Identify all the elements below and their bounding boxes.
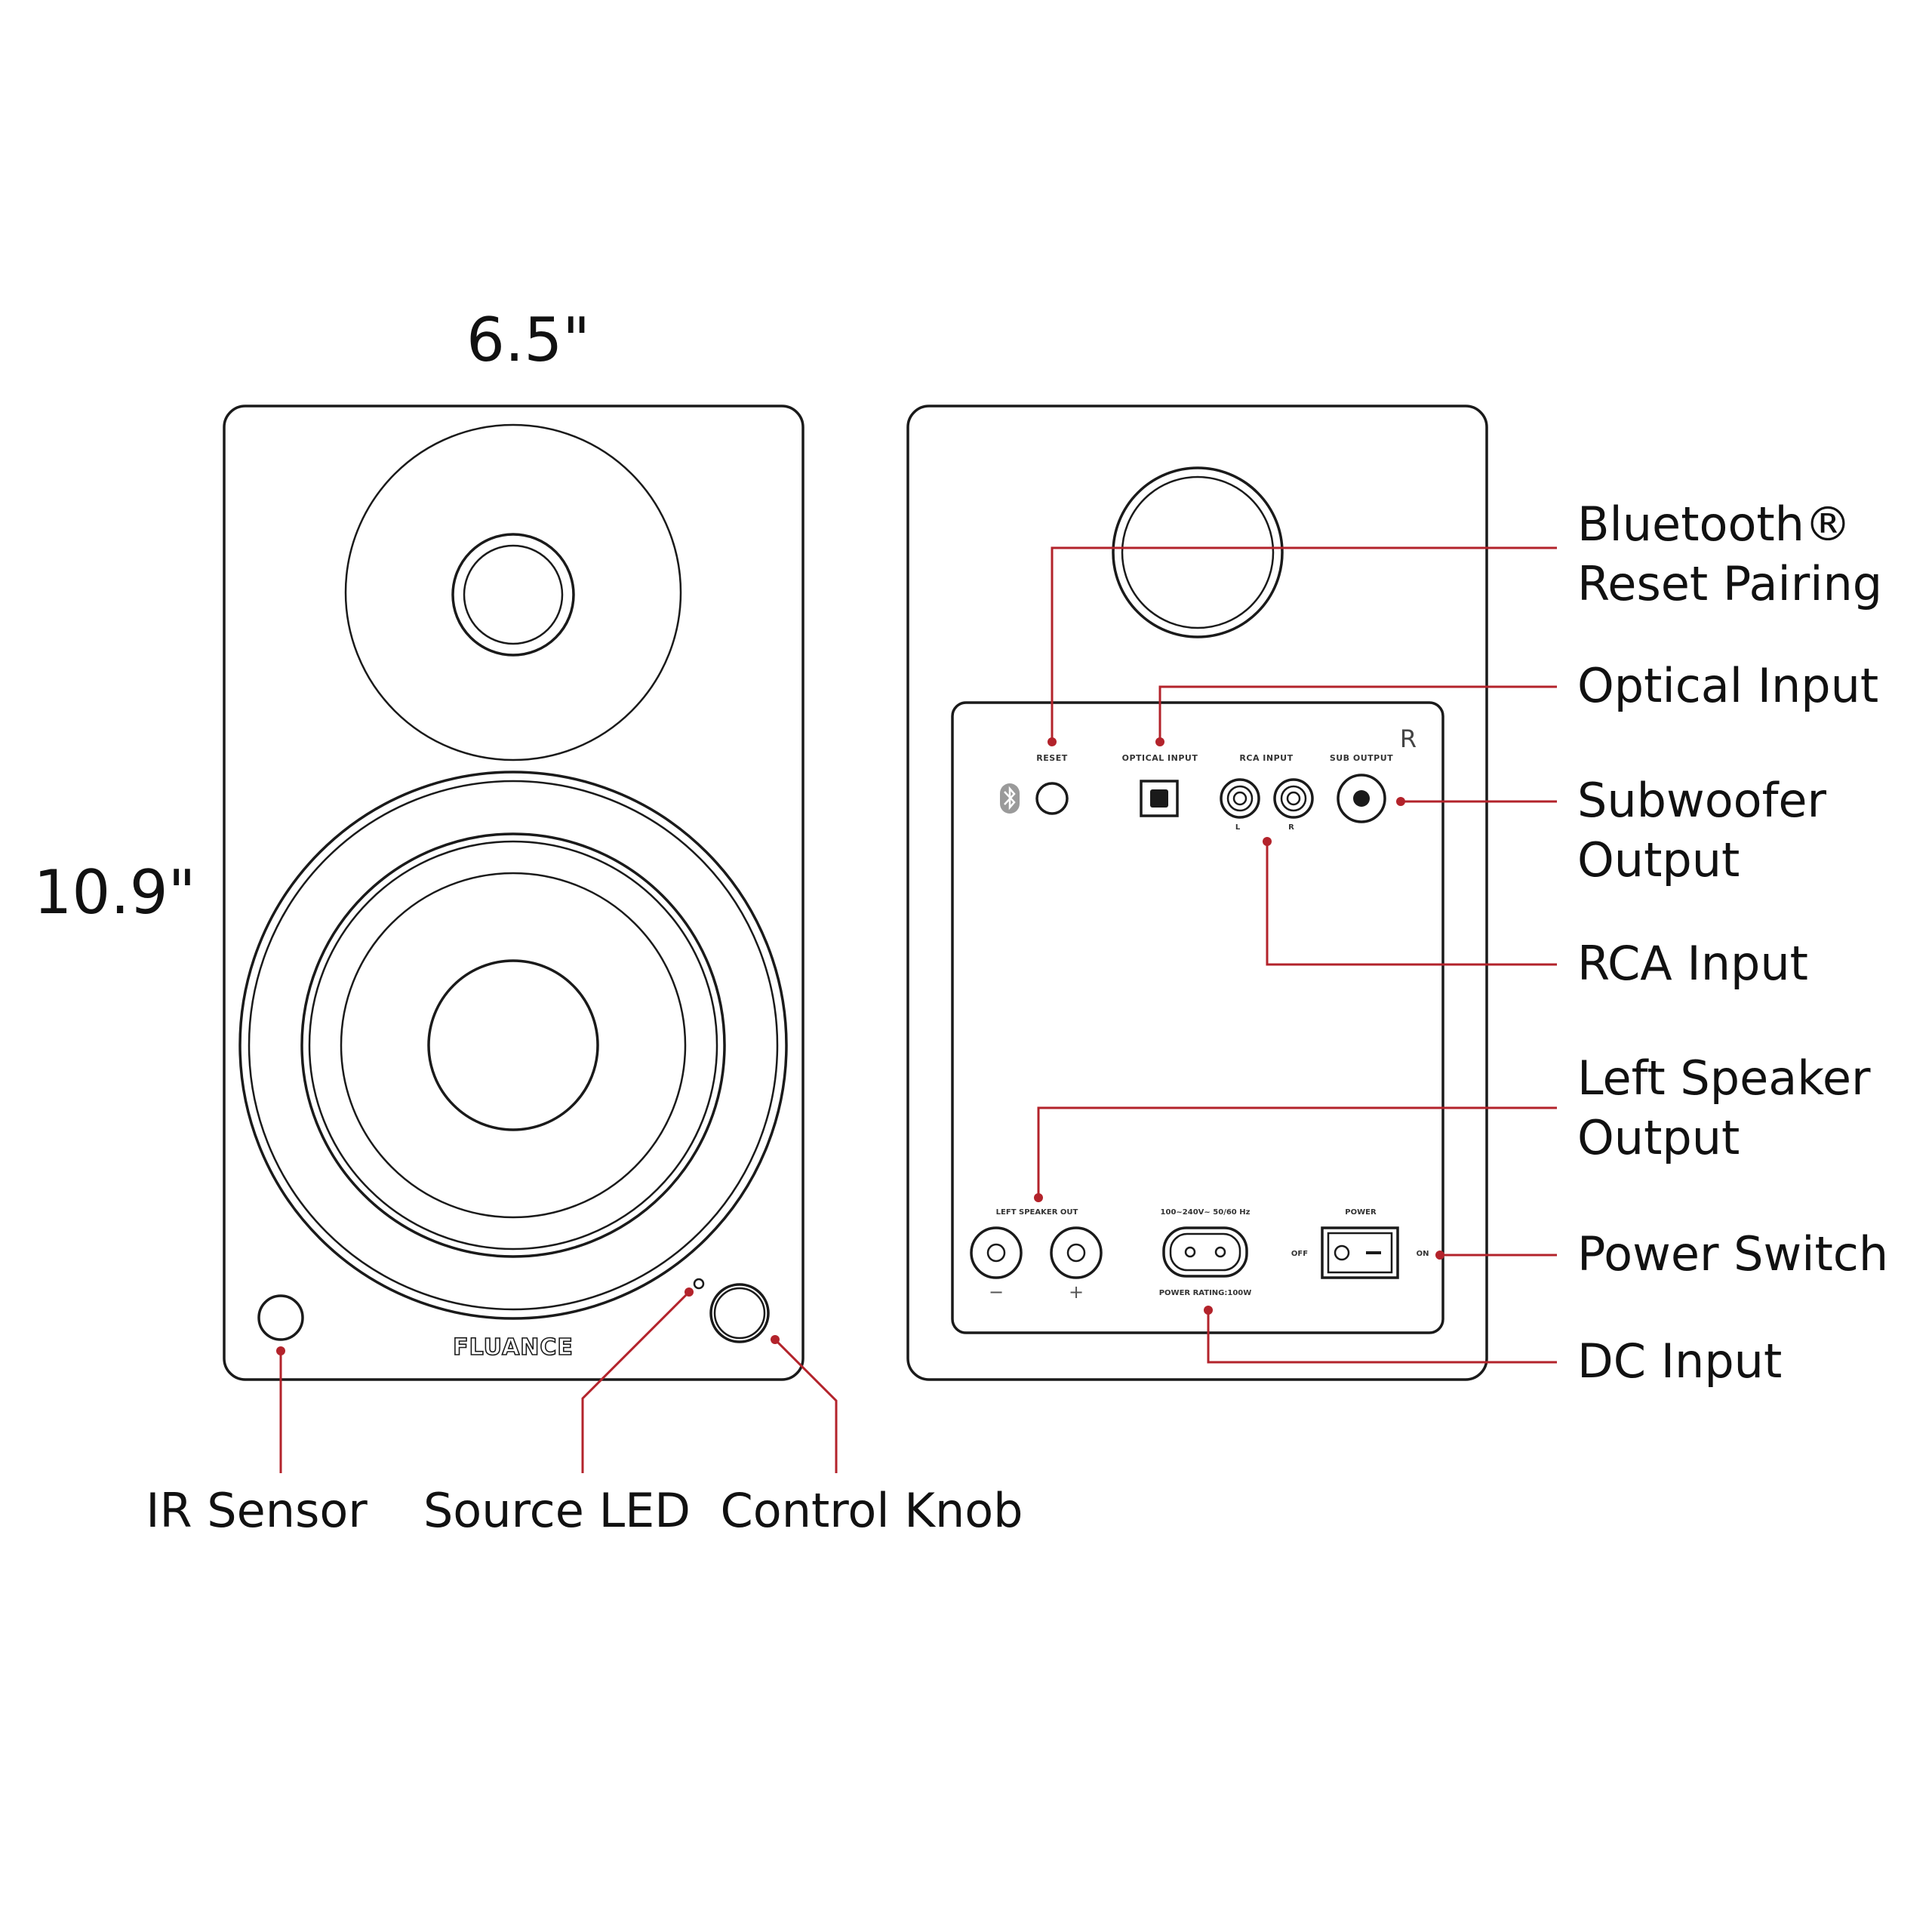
- rca-input-label-callout: RCA Input: [1577, 936, 1808, 991]
- fluance-logo: FLUANCE: [453, 1334, 574, 1361]
- left-speaker-output-label-line1: Left Speaker: [1577, 1051, 1871, 1106]
- woofer-surround-inner: [248, 780, 779, 1311]
- power-switch: [1321, 1226, 1399, 1279]
- source-led-dot: [685, 1287, 694, 1297]
- tweeter-ring: [451, 533, 575, 657]
- optical-input-label-callout: Optical Input: [1577, 658, 1878, 713]
- optical-input-leader: [1158, 685, 1557, 742]
- voltage-label: 100~240V~ 50/60 Hz: [1161, 1208, 1251, 1217]
- rca-input-label: RCA INPUT: [1239, 753, 1293, 763]
- dc-input-leader: [1207, 1310, 1557, 1364]
- sub-output-jack: [1337, 774, 1386, 823]
- height-dimension: 10.9": [34, 857, 196, 928]
- bass-port-outer: [1112, 466, 1284, 638]
- bluetooth-icon: [1000, 783, 1020, 814]
- power-rating-label: POWER RATING:100W: [1159, 1289, 1252, 1297]
- rear-leaders: [1034, 546, 1557, 1364]
- rca-input-leader: [1266, 841, 1557, 966]
- control-knob-inner: [713, 1287, 766, 1340]
- left-speaker-out-label: LEFT SPEAKER OUT: [996, 1208, 1078, 1217]
- rear-speaker: R RESET OPTICAL INPUT RCA INPUT SUB OUTP…: [906, 405, 1488, 1381]
- control-knob: [709, 1283, 770, 1343]
- side-marker: R: [1400, 724, 1417, 753]
- left-speaker-output-leader: [1037, 1106, 1557, 1198]
- front-cabinet: [223, 405, 804, 1381]
- plus-sign: +: [1069, 1281, 1084, 1303]
- connector-panel: [951, 701, 1444, 1334]
- woofer-dust-cap: [427, 959, 599, 1131]
- dc-input-label: DC Input: [1577, 1334, 1782, 1389]
- width-dimension: 6.5": [466, 305, 590, 375]
- power-inlet: [1162, 1226, 1248, 1278]
- terminal-positive: [1050, 1226, 1103, 1279]
- woofer-surround-outer: [238, 771, 788, 1320]
- source-led: [693, 1278, 705, 1290]
- front-leaders: [276, 1287, 838, 1473]
- woofer-cone: [340, 872, 687, 1219]
- optical-input-label: OPTICAL INPUT: [1122, 753, 1198, 763]
- rca-right-label: R: [1288, 823, 1294, 832]
- ir-sensor-label: IR Sensor: [146, 1483, 368, 1538]
- reset-button: [1035, 782, 1069, 815]
- woofer-cone-edge: [308, 840, 718, 1251]
- control-knob-label: Control Knob: [720, 1483, 1023, 1538]
- optical-port: [1140, 780, 1179, 817]
- sub-output-label: SUB OUTPUT: [1330, 753, 1393, 763]
- tweeter-plate: [344, 423, 682, 761]
- rca-jack-left: [1220, 778, 1260, 819]
- reset-label: RESET: [1036, 753, 1067, 763]
- control-knob-leader: [774, 1338, 838, 1473]
- rca-jack-right: [1273, 778, 1314, 819]
- woofer-basket: [300, 832, 726, 1258]
- power-switch-label: Power Switch: [1577, 1226, 1888, 1281]
- front-speaker: FLUANCE: [223, 405, 804, 1381]
- source-led-label: Source LED: [423, 1483, 691, 1538]
- bluetooth-reset-leader: [1051, 546, 1557, 742]
- ir-sensor: [257, 1294, 304, 1341]
- tweeter-dome: [463, 544, 564, 645]
- off-label: OFF: [1291, 1250, 1308, 1258]
- subwoofer-output-label-line1: Subwoofer: [1577, 773, 1827, 828]
- subwoofer-output-label-line2: Output: [1577, 832, 1740, 888]
- left-speaker-output-label-line2: Output: [1577, 1110, 1740, 1165]
- rear-cabinet: [906, 405, 1488, 1381]
- terminal-negative: [970, 1226, 1023, 1279]
- control-knob-dot: [771, 1335, 780, 1344]
- bass-port-inner: [1121, 475, 1275, 629]
- source-led-leader: [581, 1291, 691, 1473]
- bluetooth-reset-label-line1: Bluetooth®: [1577, 497, 1851, 552]
- ir-sensor-dot: [276, 1346, 285, 1355]
- power-label: POWER: [1345, 1208, 1377, 1217]
- bluetooth-reset-label-line2: Reset Pairing: [1577, 556, 1882, 611]
- optical-port-core: [1150, 789, 1168, 808]
- rca-left-label: L: [1235, 823, 1241, 832]
- on-label: ON: [1417, 1250, 1429, 1258]
- minus-sign: −: [989, 1281, 1004, 1303]
